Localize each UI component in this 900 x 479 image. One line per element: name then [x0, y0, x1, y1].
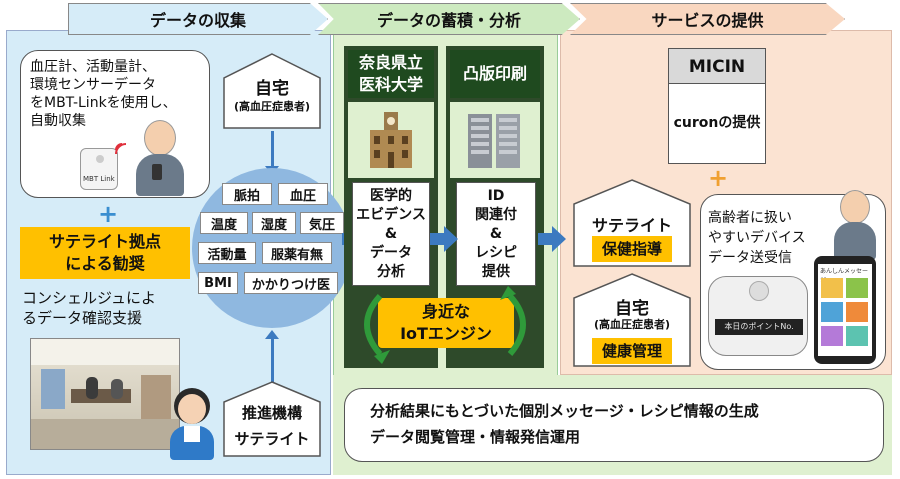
arrow-nara-to-toppan — [430, 226, 458, 252]
promotion-house: 推進機構 サテライト — [222, 380, 322, 458]
data-item-temperature: 温度 — [200, 212, 248, 234]
elder-device-text: 高齢者に扱い やすいデバイス データ送受信 — [708, 210, 806, 266]
elderly-man-icon — [128, 118, 192, 196]
data-item-pulse: 脈拍 — [222, 183, 272, 205]
nara-body: 医学的 エビデンス & データ 分析 — [352, 182, 430, 286]
data-item-bmi: BMI — [198, 272, 238, 294]
stage-store: データの蓄積・分析 — [318, 3, 580, 35]
server-rack-icon — [468, 114, 520, 168]
iot-engine-label: 身近な IoTエンジン — [378, 298, 514, 348]
cycle-arrows-icon — [364, 286, 526, 364]
smartphone: あんしんメッセージ — [814, 256, 876, 364]
satellite-room-photo — [30, 338, 180, 450]
plus-sign: + — [98, 200, 119, 228]
stage-service: サービスの提供 — [570, 3, 845, 35]
toppan-image-area — [450, 102, 540, 178]
home-device: 本日のポイントNo. — [708, 276, 808, 356]
stage-collect: データの収集 — [68, 3, 328, 35]
mbt-device-icon: MBT Link — [80, 148, 118, 190]
toppan-title: 凸版印刷 — [450, 50, 540, 98]
device-display: 本日のポイントNo. — [715, 319, 803, 335]
staff-woman-icon — [166, 388, 218, 460]
arrow-home-to-data — [271, 131, 274, 169]
data-item-medication: 服薬有無 — [262, 242, 332, 264]
service-plus-sign: + — [708, 164, 729, 192]
elderly-man-right-icon — [830, 190, 880, 260]
data-item-air-pressure: 気圧 — [300, 212, 344, 234]
bottom-message-box — [344, 388, 884, 462]
home-house: 自宅 (高血圧症患者) — [222, 52, 322, 130]
arrow-promo-to-data — [271, 336, 274, 384]
signal-icon — [115, 143, 127, 155]
data-item-family-doctor: かかりつけ医 — [244, 272, 338, 294]
toppan-body: ID 関連付 & レシピ 提供 — [456, 182, 536, 286]
micin-title: MICIN — [668, 48, 766, 84]
concierge-text: コンシェルジュによ るデータ確認支援 — [22, 289, 156, 327]
bottom-text: 分析結果にもとづいた個別メッセージ・レシピ情報の生成 データ閲覧管理・情報発信運… — [370, 402, 759, 446]
satellite-house: サテライト 保健指導 — [572, 178, 692, 268]
data-item-activity: 活動量 — [198, 242, 256, 264]
university-building-icon — [370, 112, 412, 168]
nara-title: 奈良県立 医科大学 — [348, 50, 434, 98]
sensor-text: 血圧計、活動量計、 環境センサーデータ をMBT-Linkを使用し、 自動収集 — [30, 59, 177, 129]
data-item-blood-pressure: 血圧 — [278, 183, 328, 205]
arrow-store-to-service — [538, 226, 566, 252]
service-home-house: 自宅 (高血圧症患者) 健康管理 — [572, 272, 692, 368]
micin-body: curonの提供 — [673, 115, 761, 131]
satellite-promotion-label: サテライト拠点 による勧奨 — [20, 227, 190, 279]
data-item-humidity: 湿度 — [252, 212, 296, 234]
